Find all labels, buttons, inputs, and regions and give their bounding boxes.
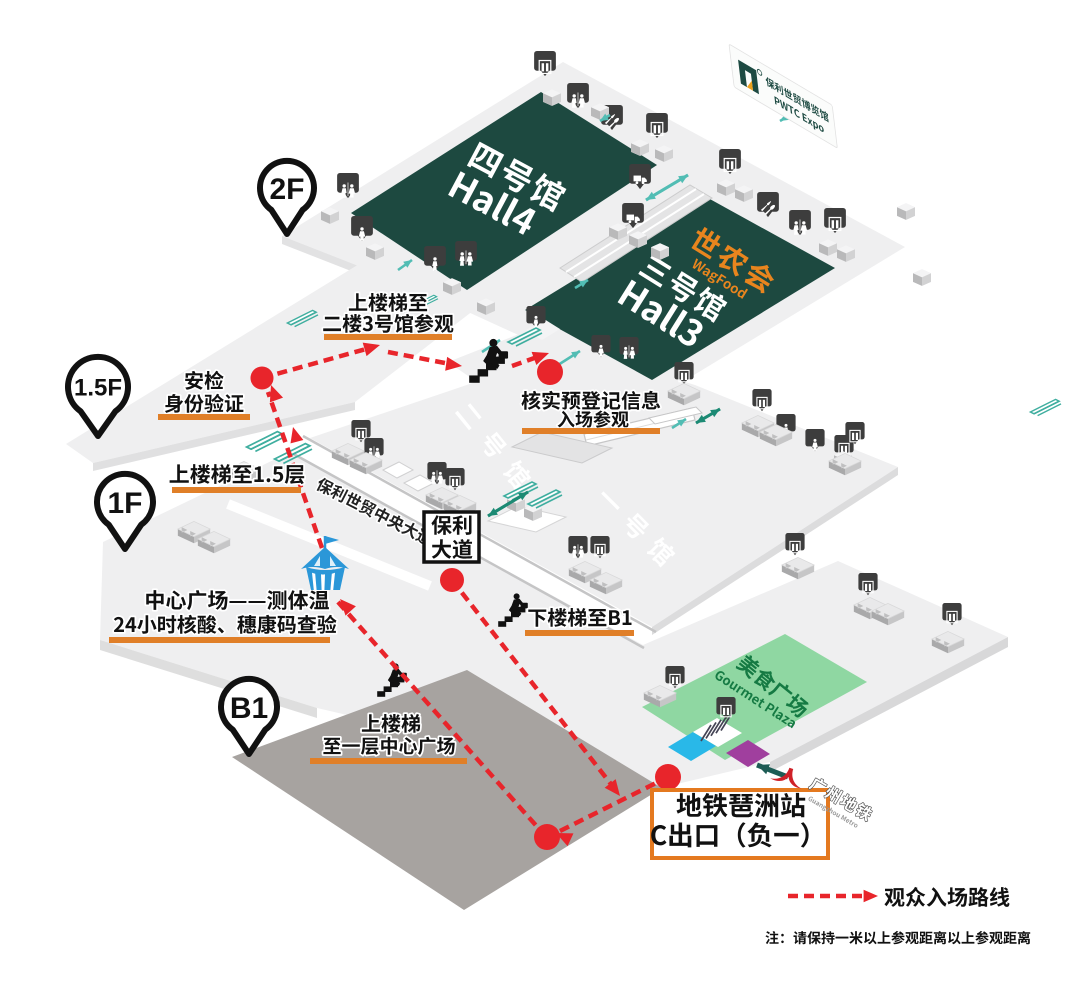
svg-text:B1: B1 (230, 692, 268, 725)
svg-text:2F: 2F (269, 173, 304, 206)
svg-text:1F: 1F (107, 487, 142, 520)
svg-text:1.5F: 1.5F (74, 375, 122, 402)
